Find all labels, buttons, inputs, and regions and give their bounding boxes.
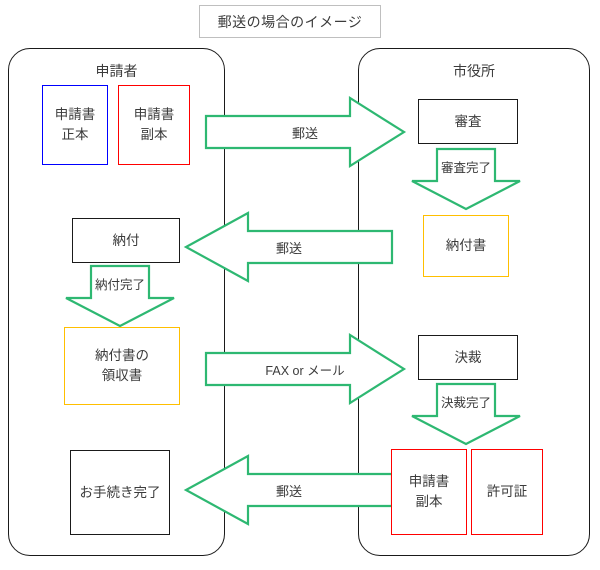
swimlane-applicant: 申請者 (8, 48, 225, 556)
swimlane-cityhall-title: 市役所 (453, 63, 495, 79)
box-permit-label: 許可証 (486, 484, 528, 500)
arrow-fax-or-email: FAX or メール (204, 333, 407, 405)
arrow-mail-to-cityhall: 郵送 (204, 96, 407, 168)
box-application-original-line1: 申請書 (54, 107, 96, 123)
page-title: 郵送の場合のイメージ (217, 13, 363, 30)
box-payment-slip: 納付書 (423, 215, 509, 277)
box-application-original-line2: 正本 (61, 127, 89, 142)
swimlane-cityhall: 市役所 (358, 48, 590, 556)
box-examination-label: 審査 (454, 113, 482, 129)
arrow-approval-complete: 決裁完了 (411, 382, 521, 446)
box-permit: 許可証 (471, 449, 543, 535)
box-payment-slip-label: 納付書 (445, 238, 487, 254)
diagram-title-box: 郵送の場合のイメージ (199, 5, 381, 38)
box-application-copy2: 申請書 副本 (391, 449, 467, 535)
box-application-copy2-line1: 申請書 (408, 474, 450, 490)
box-application-original: 申請書 正本 (42, 85, 108, 165)
box-payment: 納付 (72, 218, 180, 263)
arrow-mail-to-applicant-2: 郵送 (183, 454, 394, 526)
box-payment-label: 納付 (112, 232, 140, 248)
box-procedure-complete: お手続き完了 (70, 450, 170, 535)
box-procedure-complete-label: お手続き完了 (79, 484, 161, 500)
box-payment-receipt-line1: 納付書の (95, 348, 149, 364)
box-approval-label: 決裁 (454, 349, 482, 365)
box-application-copy-line1: 申請書 (133, 107, 175, 123)
box-approval: 決裁 (418, 335, 518, 380)
box-application-copy-line2: 副本 (140, 127, 168, 142)
box-payment-receipt-line2: 領収書 (101, 368, 143, 383)
box-payment-receipt: 納付書の 領収書 (64, 327, 180, 405)
box-examination: 審査 (418, 99, 518, 144)
swimlane-applicant-title: 申請者 (95, 63, 138, 79)
arrow-mail-to-applicant-1: 郵送 (183, 211, 394, 283)
box-application-copy: 申請書 副本 (118, 85, 190, 165)
arrow-examination-complete: 審査完了 (411, 147, 521, 211)
arrow-payment-complete: 納付完了 (65, 264, 175, 328)
box-application-copy2-line2: 副本 (415, 494, 443, 509)
